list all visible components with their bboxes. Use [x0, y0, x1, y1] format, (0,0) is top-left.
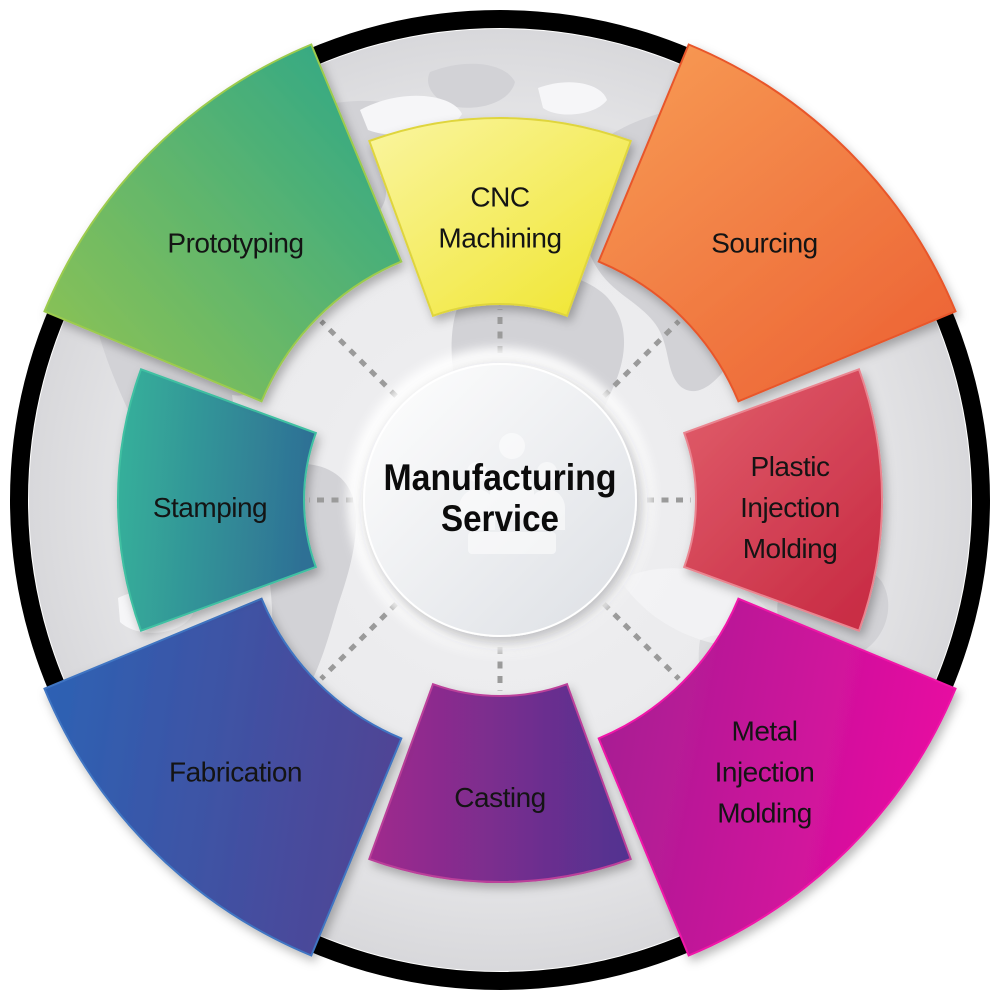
- segment-label-line: Casting: [454, 782, 545, 813]
- dash-connector-fabrication: [319, 602, 398, 681]
- segment-label-line: Plastic: [751, 451, 830, 482]
- map-shape: [428, 63, 515, 108]
- dash-connector-metal-injection-molding: [602, 602, 681, 681]
- map-highlight-shape: [538, 82, 607, 115]
- center-title-line: Service: [441, 498, 559, 539]
- segment-label-fabrication: Fabrication: [169, 757, 302, 788]
- outer-ring: [10, 10, 990, 990]
- segment-fabrication: [43, 597, 403, 957]
- dash-connector-prototyping: [319, 319, 398, 398]
- segment-label-line: Fabrication: [169, 757, 302, 788]
- people-group-icon: [459, 433, 565, 554]
- segment-prototyping: [43, 43, 403, 403]
- segment-label-casting: Casting: [454, 782, 545, 813]
- segment-label-sourcing: Sourcing: [711, 228, 818, 259]
- segment-metal-injection-molding: [597, 597, 957, 957]
- segment-label-prototyping: Prototyping: [167, 228, 303, 259]
- segment-label-line: Molding: [717, 798, 812, 829]
- segment-label-line: Injection: [740, 492, 840, 523]
- segment-label-line: Prototyping: [167, 228, 303, 259]
- segment-cnc-machining: [368, 117, 632, 318]
- segment-label-line: Injection: [715, 757, 815, 788]
- segment-label-stamping: Stamping: [153, 492, 267, 523]
- segment-label-line: Sourcing: [711, 228, 818, 259]
- segment-label-line: Stamping: [153, 492, 267, 523]
- segment-casting: [368, 682, 632, 883]
- segment-label-line: Molding: [743, 533, 838, 564]
- dash-connector-sourcing: [602, 319, 681, 398]
- segment-label-cnc-machining: CNC Machining: [438, 182, 561, 254]
- segment-label-line: Machining: [438, 223, 561, 254]
- dashed-connectors: [309, 309, 691, 691]
- segment-sourcing: [597, 43, 957, 403]
- segment-label-line: Metal: [732, 716, 798, 747]
- center-title-line: Manufacturing: [384, 457, 617, 498]
- segment-stamping: [117, 368, 318, 632]
- segment-plastic-injection-molding: [682, 368, 883, 632]
- segments: [43, 43, 957, 957]
- segment-label-line: CNC: [470, 182, 529, 213]
